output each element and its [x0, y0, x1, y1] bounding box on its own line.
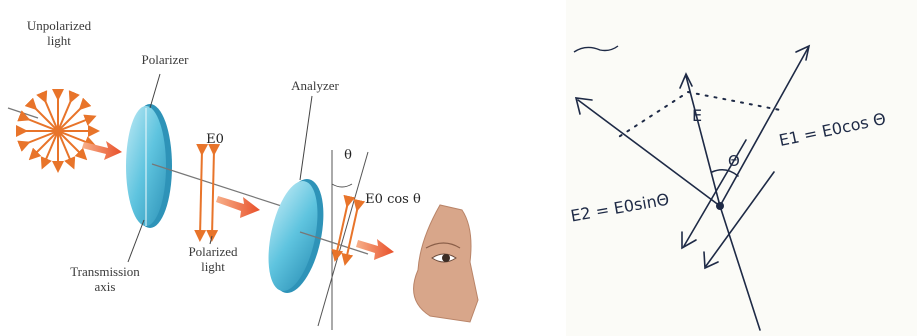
- handwritten-diagram: E Θ E1 = E0cos Θ E2 = E0sinΘ: [566, 0, 917, 336]
- scribble-top: [574, 46, 618, 52]
- beam-arrow-2: [216, 196, 260, 218]
- panel-gap: [540, 0, 566, 336]
- projection-dots-2: [614, 96, 682, 140]
- e1-parallel-line: [706, 172, 774, 266]
- e0cos-label: E0 cos θ: [360, 192, 426, 207]
- analyzer-axis-line: [318, 152, 368, 326]
- polarized-light-label: Polarized light: [180, 244, 246, 274]
- e-vector: [686, 76, 720, 206]
- observer-eye-icon: [414, 205, 478, 322]
- analyzer-label: Analyzer: [280, 78, 350, 93]
- handwritten-drawing: [566, 0, 917, 336]
- polarizer-disk: [126, 104, 172, 228]
- polarizer-label: Polarizer: [130, 52, 200, 67]
- polarization-diagram: Unpolarized light Polarizer Analyzer E0 …: [0, 0, 540, 336]
- theta-label: θ: [338, 148, 358, 163]
- polarizer-pointer: [150, 74, 160, 108]
- e0-label: E0: [200, 132, 230, 147]
- analyzer-disk: [260, 174, 333, 297]
- incoming-ray: [8, 108, 38, 118]
- unpolarized-light-label: Unpolarized light: [14, 18, 104, 48]
- transmission-axis-label: Transmission axis: [60, 264, 150, 294]
- beam-arrow-1: [82, 141, 122, 160]
- analyzer-pointer: [300, 96, 312, 180]
- unpolarized-star-icon: [22, 95, 94, 167]
- polarized-light-pointer: [210, 236, 212, 244]
- theta-arc: [332, 184, 352, 187]
- downward-line: [720, 206, 760, 330]
- transmission-axis-pointer: [128, 220, 144, 262]
- origin-dot: [716, 202, 724, 210]
- e0-polarized-arrows: [200, 150, 214, 236]
- theta-hand-label: Θ: [728, 152, 740, 170]
- e-label: E: [692, 106, 702, 125]
- beam-arrow-3: [356, 239, 394, 260]
